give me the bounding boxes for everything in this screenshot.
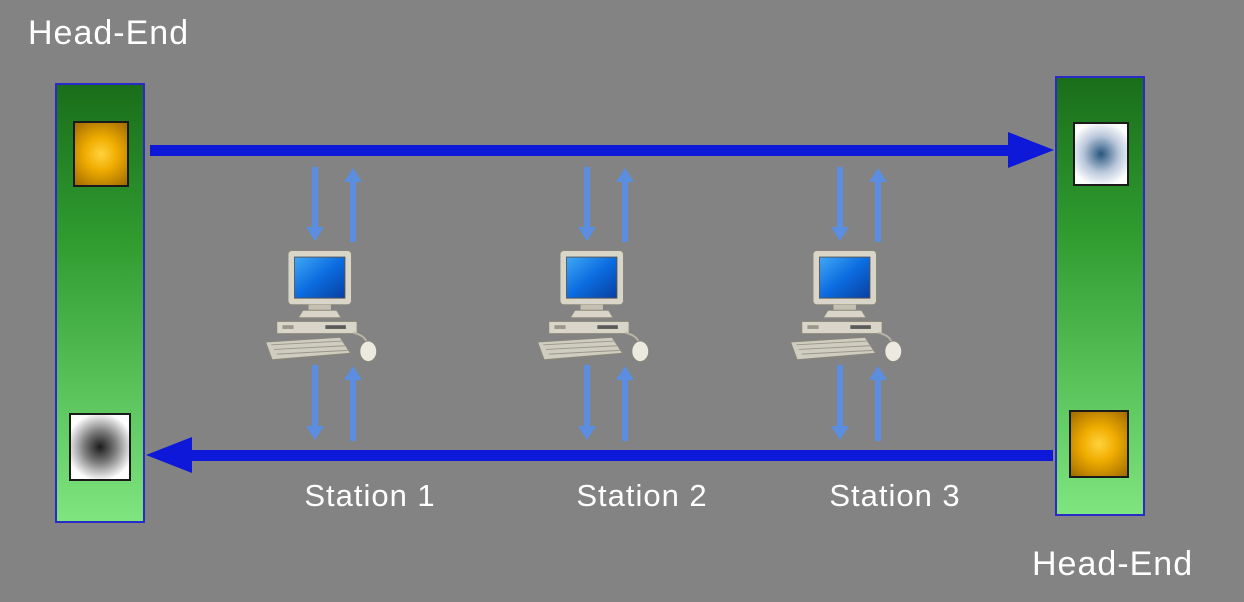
- desktop-computer-icon: [536, 250, 650, 363]
- top-bus-arrow: [150, 132, 1055, 168]
- downstream-arrow-bottom: [578, 365, 596, 440]
- downstream-arrow-bottom: [831, 365, 849, 440]
- downstream-arrow-top: [831, 167, 849, 241]
- upstream-arrow-top: [869, 168, 887, 242]
- bus-shaft: [150, 145, 1008, 156]
- station-1: Station 1: [240, 160, 435, 532]
- bus-shaft: [192, 450, 1053, 461]
- upstream-arrow-bottom: [869, 366, 887, 441]
- downstream-arrow-bottom: [306, 365, 324, 440]
- white-blue-gradient-square-icon: [1073, 122, 1129, 186]
- downstream-arrow-top: [578, 167, 596, 241]
- station-label: Station 3: [829, 478, 961, 513]
- gold-gradient-square-icon: [73, 121, 129, 187]
- desktop-computer-icon: [264, 250, 378, 363]
- station-label: Station 2: [576, 478, 708, 513]
- bus-arrowhead-right: [1008, 132, 1054, 168]
- upstream-arrow-top: [616, 168, 634, 242]
- station-2: Station 2: [512, 160, 707, 532]
- head-end-label-bottom-right: Head-End: [1032, 545, 1194, 583]
- bus-arrowhead-left: [146, 437, 192, 473]
- gold-gradient-square-icon: [1069, 410, 1129, 478]
- desktop-computer-icon: [789, 250, 903, 363]
- upstream-arrow-bottom: [344, 366, 362, 441]
- station-label: Station 1: [304, 478, 436, 513]
- white-black-gradient-square-icon: [69, 413, 131, 481]
- head-end-label-top-left: Head-End: [28, 14, 190, 52]
- upstream-arrow-bottom: [616, 366, 634, 441]
- head-end-node-right: [1055, 76, 1145, 516]
- upstream-arrow-top: [344, 168, 362, 242]
- bottom-bus-arrow: [146, 437, 1053, 473]
- station-3: Station 3: [765, 160, 960, 532]
- downstream-arrow-top: [306, 167, 324, 241]
- head-end-node-left: [55, 83, 145, 523]
